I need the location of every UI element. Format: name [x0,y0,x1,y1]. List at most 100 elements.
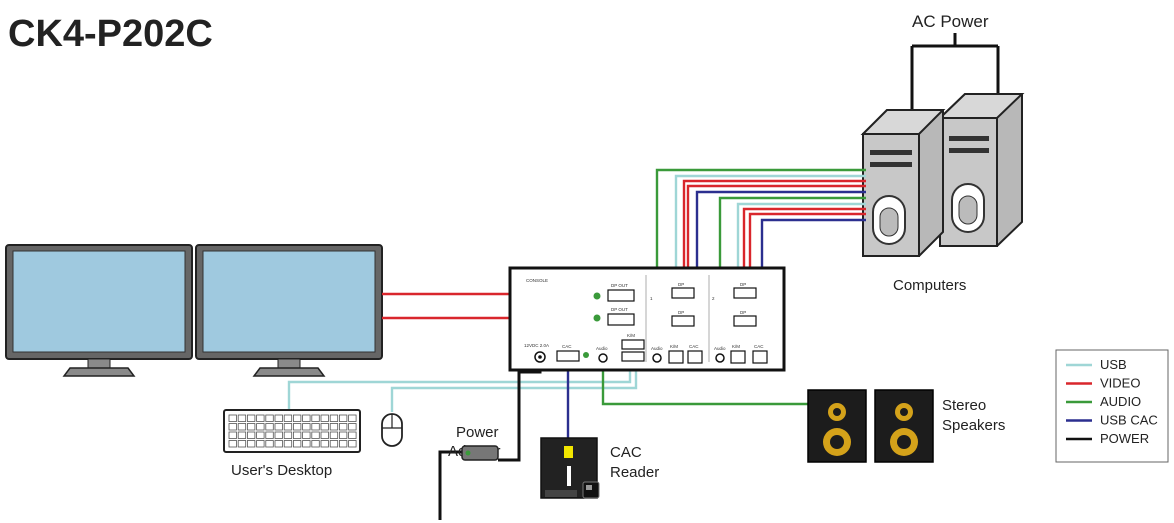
keyboard-key [228,431,237,439]
legend-label: AUDIO [1100,394,1141,409]
keyboard-icon [223,409,361,453]
computer-back [937,93,1025,247]
audio-cable [601,366,810,406]
keyboard-key [348,431,357,439]
power-adapter-label: Power [456,424,499,441]
audio-in-port [715,353,725,363]
keyboard-key [274,423,283,431]
usb-cables [287,362,638,412]
keyboard-key [329,440,339,448]
led-indicator [583,352,589,358]
legend-label: USB CAC [1100,413,1158,428]
keyboard-key [320,440,329,448]
dp-in-label: DP [740,282,746,287]
dp-out-label: DP OUT [611,283,628,288]
keyboard-key [246,440,256,448]
cac-in-port [687,350,703,364]
keyboard-key [237,414,247,422]
dp-in-label: DP [678,310,684,315]
keyboard-key [329,423,339,431]
dp-out-label: DP OUT [611,307,628,312]
keyboard-key [283,440,293,448]
dp-out-port [607,313,635,326]
keyboard-key [237,440,247,448]
audio-port [598,353,608,363]
audio-in-port [652,353,662,363]
keyboard-key [283,431,293,439]
console-label: CONSOLE [526,278,548,283]
keyboard-key [292,423,302,431]
power-cable [438,362,542,520]
km-in-port [730,350,746,364]
keyboard-key [265,423,274,431]
km-in-port [668,350,684,364]
keyboard-key [283,423,293,431]
monitor-right [195,244,383,377]
keyboard-key [274,440,283,448]
led-indicator [593,292,601,300]
km-in-label: K/M [732,344,740,349]
km-usb-port [621,351,645,362]
cac-usb-port [556,350,580,362]
keyboard-key [338,414,348,422]
cac-reader-icon [540,437,600,499]
ac-power-label: AC Power [912,12,989,31]
keyboard-key [329,414,339,422]
dp-in-label: DP [678,282,684,287]
power-in-port-pin [538,355,542,359]
keyboard-key [265,440,274,448]
led-indicator [593,314,601,322]
keyboard-key [348,423,357,431]
keyboard-key [302,431,311,439]
keyboard-key [246,431,256,439]
speaker-right-icon [874,389,934,463]
keyboard-key [348,440,357,448]
keyboard-key [302,440,311,448]
keyboard-key [292,431,302,439]
keyboard-key [237,431,247,439]
cac-in-label: CAC [754,344,764,349]
keyboard-key [311,414,320,422]
km-usb-port [621,339,645,350]
keyboard-key [256,431,265,439]
page-title: CK4-P202C [8,13,213,55]
keyboard-key [338,431,348,439]
legend-label: USB [1100,357,1127,372]
keyboard-key [320,423,329,431]
legend-label: POWER [1100,431,1149,446]
audio-in-label: Audio [714,346,726,351]
speaker-left-icon [807,389,867,463]
ac-power-cables [910,33,1000,112]
keyboard-key [274,431,283,439]
dp-in-port [671,315,695,327]
port-number: 2 [712,296,715,301]
keyboard-key [246,423,256,431]
dp-in-label: DP [740,310,746,315]
keyboard-key [338,440,348,448]
legend-label: VIDEO [1100,376,1140,391]
dp-in-port [671,287,695,299]
power-in-label: 12VDC 2.0A [524,343,549,348]
users-desktop-label: User's Desktop [231,462,332,479]
computer-front [860,109,946,257]
keyboard-key [265,431,274,439]
dp-out-port [607,289,635,302]
cac-in-label: CAC [689,344,699,349]
audio-port-label: Audio [596,346,608,351]
speakers-label: Speakers [942,417,1005,434]
keyboard-key [228,440,237,448]
keyboard-key [274,414,283,422]
dp-in-port [733,287,757,299]
keyboard-key [292,414,302,422]
keyboard-key [338,423,348,431]
cac-in-port [752,350,768,364]
keyboard-key [311,431,320,439]
audio-in-label: Audio [651,346,663,351]
cac-port-label: CAC [562,344,572,349]
keyboard-key [237,423,247,431]
keyboard-key [311,423,320,431]
keyboard-key [348,414,357,422]
port-number: 1 [650,296,653,301]
computers-label: Computers [893,277,966,294]
